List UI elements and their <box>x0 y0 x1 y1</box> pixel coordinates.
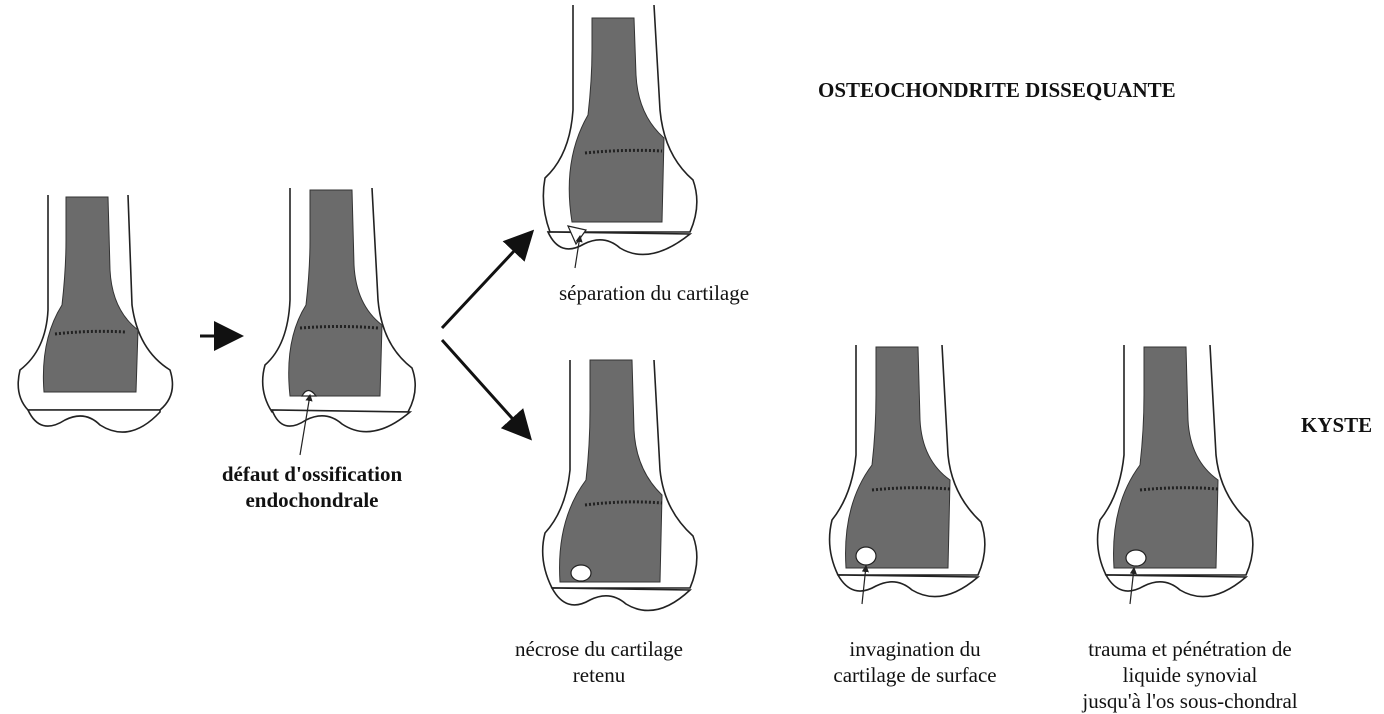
bone-cartilage-separation <box>543 5 697 268</box>
label-necrosis-line1: nécrose du cartilage <box>494 636 704 662</box>
label-cartilage-separation: séparation du cartilage <box>559 280 749 306</box>
label-trauma-synovial-penetration: trauma et pénétration de liquide synovia… <box>1050 636 1330 714</box>
label-trauma-line1: trauma et pénétration de <box>1050 636 1330 662</box>
label-surface-cartilage-invagination: invagination du cartilage de surface <box>810 636 1020 688</box>
label-trauma-line2: liquide synovial <box>1050 662 1330 688</box>
bone-necrosis <box>543 360 697 610</box>
title-osteochondritis: OSTEOCHONDRITE DISSEQUANTE <box>818 77 1176 103</box>
bone-invagination <box>830 345 985 604</box>
bone-normal <box>18 195 172 432</box>
label-ossification-defect-line1: défaut d'ossification <box>212 461 412 487</box>
label-ossification-defect-line2: endochondrale <box>212 487 412 513</box>
arrow-branch-down <box>442 340 528 436</box>
label-retained-cartilage-necrosis: nécrose du cartilage retenu <box>494 636 704 688</box>
arrow-branch-up <box>442 234 530 328</box>
label-necrosis-line2: retenu <box>494 662 704 688</box>
label-invagination-line1: invagination du <box>810 636 1020 662</box>
label-ossification-defect: défaut d'ossification endochondrale <box>212 461 412 513</box>
bone-ossification-defect <box>263 188 416 455</box>
label-invagination-line2: cartilage de surface <box>810 662 1020 688</box>
title-cyst: KYSTE <box>1301 412 1372 438</box>
bone-trauma <box>1098 345 1253 604</box>
label-trauma-line3: jusqu'à l'os sous-chondral <box>1050 688 1330 714</box>
